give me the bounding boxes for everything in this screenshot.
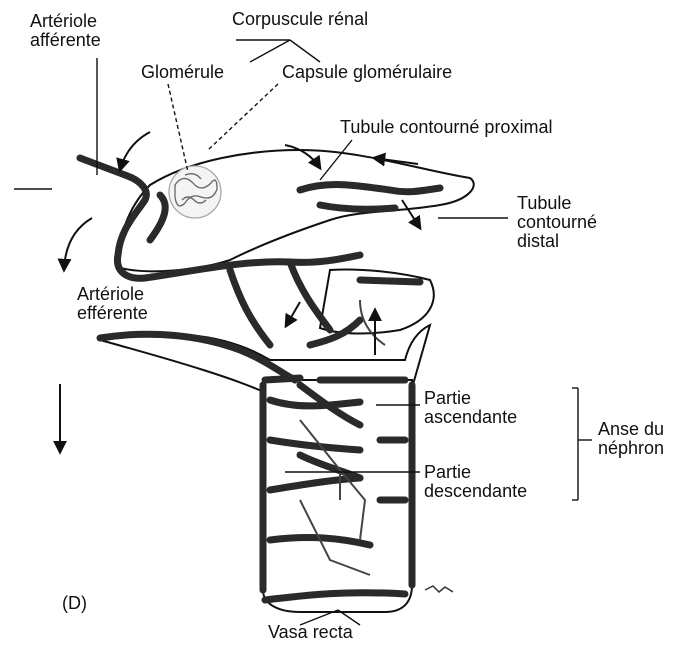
- label-glomerule: Glomérule: [141, 63, 224, 82]
- label-anse-du-nephron: Anse du néphron: [598, 420, 664, 458]
- label-tubule-distal: Tubule contourné distal: [517, 194, 597, 251]
- label-arteriole-afferente: Artériole afférente: [30, 12, 101, 50]
- artist-mark: [425, 586, 453, 592]
- label-corpuscule-renal: Corpuscule rénal: [232, 10, 368, 29]
- panel-letter: (D): [62, 594, 87, 613]
- label-arteriole-efferente: Artériole efférente: [77, 285, 148, 323]
- label-vasa-recta: Vasa recta: [268, 623, 353, 642]
- label-tubule-proximal: Tubule contourné proximal: [340, 118, 552, 137]
- glomerulus: [169, 166, 221, 218]
- label-partie-ascendante: Partie ascendante: [424, 389, 517, 427]
- label-capsule-glomerulaire: Capsule glomérulaire: [282, 63, 452, 82]
- label-partie-descendante: Partie descendante: [424, 463, 527, 501]
